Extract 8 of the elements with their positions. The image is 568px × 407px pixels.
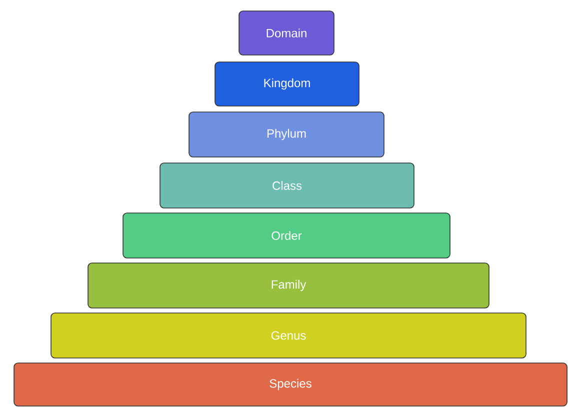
level-box: Genus bbox=[50, 312, 526, 358]
level-box: Species bbox=[14, 362, 568, 406]
level-box: Domain bbox=[238, 10, 334, 56]
level-box: Class bbox=[160, 162, 414, 208]
level-box: Kingdom bbox=[214, 62, 360, 106]
level-box: Order bbox=[122, 212, 450, 258]
level-box: Family bbox=[88, 262, 490, 308]
level-box: Phylum bbox=[188, 112, 384, 158]
